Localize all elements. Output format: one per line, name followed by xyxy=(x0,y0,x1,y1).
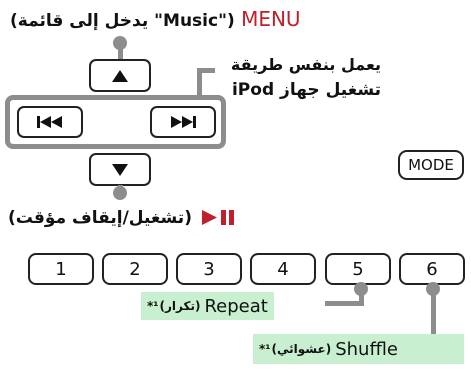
shuffle-note: *¹ (عشوائي) Shuffle xyxy=(253,334,464,364)
preset-key-5[interactable]: 5 xyxy=(325,253,391,285)
repeat-connector-horizontal xyxy=(325,301,364,306)
shuffle-label: Shuffle xyxy=(335,338,398,360)
preset-key-label: 4 xyxy=(277,258,289,280)
repeat-note: *¹ (تكرار) Repeat xyxy=(141,292,274,320)
preset-key-4[interactable]: 4 xyxy=(250,253,316,285)
ipod-note-line2: تشغيل جهاز iPod xyxy=(231,80,381,100)
menu-title: (يدخل إلى قائمة "Music") MENU xyxy=(10,9,301,30)
shuffle-arabic: (عشوائي) xyxy=(271,342,332,356)
repeat-label: Repeat xyxy=(204,295,268,317)
down-triangle-icon xyxy=(112,163,128,176)
repeat-connector-vertical xyxy=(359,285,364,306)
preset-key-label: 2 xyxy=(129,258,141,280)
shuffle-mark: *¹ xyxy=(259,342,271,356)
playpause-connector-dot xyxy=(113,186,127,200)
menu-label: MENU xyxy=(241,7,301,31)
previous-track-button[interactable] xyxy=(17,106,83,138)
menu-up-button[interactable] xyxy=(89,59,151,92)
menu-description: (يدخل إلى قائمة "Music") xyxy=(10,11,235,31)
ipod-note-line1: يعمل بنفس طريقة xyxy=(230,55,381,74)
next-track-button[interactable] xyxy=(150,106,216,138)
repeat-arabic: (تكرار) xyxy=(159,299,201,313)
skip-back-icon xyxy=(37,116,62,128)
preset-key-label: 3 xyxy=(203,258,215,280)
skip-forward-icon xyxy=(171,116,196,128)
preset-key-label: 1 xyxy=(55,258,67,280)
shuffle-connector-vertical xyxy=(431,285,436,337)
menu-connector-dot xyxy=(113,36,127,50)
play-pause-button[interactable] xyxy=(89,153,151,186)
preset-key-label: 5 xyxy=(352,258,364,280)
ipod-connector-horizontal xyxy=(197,68,215,73)
play-pause-label: (تشغيل/إيقاف مؤقت) xyxy=(8,210,236,227)
skip-buttons-group xyxy=(5,95,226,149)
preset-key-1[interactable]: 1 xyxy=(28,253,94,285)
repeat-mark: *¹ xyxy=(147,299,159,313)
preset-key-6[interactable]: 6 xyxy=(399,253,465,285)
up-triangle-icon xyxy=(112,69,128,82)
preset-key-label: 6 xyxy=(426,258,438,280)
play-pause-icon xyxy=(201,210,234,225)
mode-button-label: MODE xyxy=(408,156,454,174)
preset-key-3[interactable]: 3 xyxy=(176,253,242,285)
menu-connector-line xyxy=(118,44,123,60)
mode-button[interactable]: MODE xyxy=(398,150,464,180)
play-pause-description: (تشغيل/إيقاف مؤقت) xyxy=(8,208,192,228)
ipod-connector-vertical xyxy=(197,68,202,98)
preset-key-2[interactable]: 2 xyxy=(102,253,168,285)
